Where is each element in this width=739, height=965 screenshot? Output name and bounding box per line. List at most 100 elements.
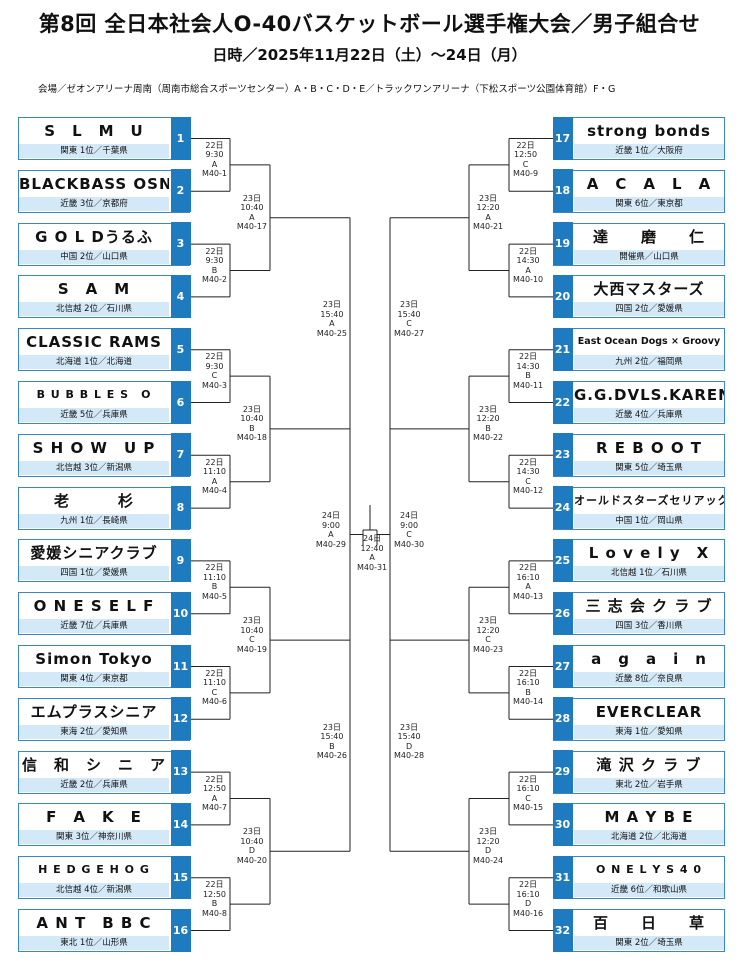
match-info-line: C: [485, 635, 491, 645]
match-info-line: B: [211, 899, 218, 909]
match-info-line: M40-21: [473, 222, 504, 232]
match-info-line: A: [369, 553, 375, 562]
match-info-line: 12:20: [476, 414, 500, 424]
seed-number: 10: [170, 591, 191, 635]
team-name: 滝 沢 ク ラ ブ: [596, 755, 702, 774]
match-info-line: D: [524, 899, 532, 909]
match-info-line: 23日: [242, 827, 262, 837]
seed-number: 31: [552, 855, 573, 899]
team-region: 関東 4位／東京都: [19, 672, 169, 686]
match-info-line: 22日: [518, 880, 538, 890]
team-name: 達 磨 仁: [592, 227, 705, 246]
match-info-line: 23日: [242, 193, 262, 203]
match-info-line: 22日: [518, 563, 538, 573]
team-region: 東北 2位／岩手県: [574, 777, 724, 792]
match-info-line: 16:10: [516, 889, 540, 899]
team-region: 九州 2位／福岡県: [574, 355, 724, 370]
match-info-line: M40-1: [201, 169, 227, 179]
seed-number: 26: [552, 591, 573, 635]
page-title: 第8回 全日本社会人O-40バスケットボール選手権大会／男子組合せ: [38, 12, 701, 36]
match-info-line: M40-24: [473, 855, 504, 865]
team-name: 百 日 草: [592, 914, 705, 932]
seed-number: 29: [552, 750, 573, 794]
match-info-line: 22日: [205, 880, 224, 890]
team-name: 三 志 会 ク ラ ブ: [585, 597, 713, 616]
team-region: 四国 2位／愛媛県: [574, 302, 724, 317]
match-info-line: D: [405, 741, 413, 751]
team-region: 関東 5位／埼玉県: [574, 460, 724, 475]
match-info-line: A: [485, 212, 491, 222]
seed-number: 28: [552, 697, 573, 741]
team-region: 近畿 6位／和歌山県: [574, 883, 724, 898]
seed-number: 11: [170, 644, 191, 688]
team-name: オールドスターズセリアックス岡山: [574, 493, 724, 507]
match-info-line: M40-3: [201, 380, 227, 390]
team-name: S A M: [57, 280, 131, 299]
match-info-line: 16:10: [516, 678, 540, 688]
seed-number: 22: [552, 380, 573, 424]
match-info-line: 12:20: [476, 836, 500, 846]
team-region: 関東 6位／東京都: [574, 196, 724, 211]
seed-number: 13: [170, 750, 191, 794]
match-info-line: M40-5: [201, 591, 227, 601]
match-info-line: C: [406, 530, 412, 539]
match-info-line: B: [329, 741, 335, 751]
match-info-line: 11:10: [202, 678, 226, 688]
match-info-line: A: [211, 793, 218, 803]
match-info-line: 12:40: [360, 543, 384, 553]
match-info-line: 23日: [322, 300, 342, 310]
team-region: 東北 1位／山形県: [19, 936, 169, 950]
match-info-line: 10:40: [240, 414, 264, 424]
match-info-line: M40-20: [236, 855, 267, 865]
match-info-line: A: [211, 159, 218, 169]
venue-info: 会場／ゼオンアリーナ周南（周南市総合スポーツセンター）A・B・C・D・E／トラッ…: [38, 84, 616, 95]
team-region: 北信越 2位／石川県: [19, 302, 169, 317]
match-info-line: D: [248, 846, 255, 856]
seed-number: 8: [170, 486, 191, 530]
match-info-line: 23日: [322, 722, 342, 732]
team-region: 東海 1位／愛知県: [574, 724, 724, 739]
team-name: A C A L A: [586, 174, 712, 193]
match-info-line: 12:50: [202, 784, 226, 793]
team-region: 北信越 3位／新潟県: [19, 460, 169, 475]
match-info-line: C: [406, 319, 412, 329]
match-info-line: M40-15: [513, 803, 544, 812]
match-info-line: 14:30: [516, 361, 540, 371]
match-info-line: 9:30: [205, 361, 224, 371]
team-region: 北信越 1位／石川県: [574, 566, 724, 581]
seed-number: 18: [552, 169, 573, 213]
match-info-line: 24日: [362, 534, 382, 543]
match-info-line: 10:40: [240, 625, 264, 635]
team-region: 北海道 2位／北海道: [574, 830, 724, 845]
match-info-line: 15:40: [320, 309, 344, 319]
match-info-line: C: [211, 371, 218, 381]
team-region: 中国 2位／山口県: [19, 249, 169, 264]
match-info-line: M40-11: [513, 380, 544, 390]
team-name: EVERCLEAR: [595, 702, 703, 721]
